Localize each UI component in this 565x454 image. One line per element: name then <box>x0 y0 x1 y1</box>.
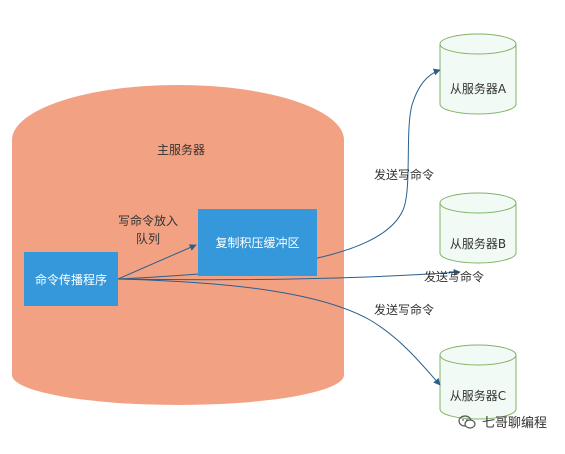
master-label: 主服务器 <box>157 143 206 157</box>
send-label-c: 发送写命令 <box>374 303 435 317</box>
propagator-label: 命令传播程序 <box>34 272 107 287</box>
slave-c-label: 从服务器C <box>449 389 507 403</box>
arrow-to-slave-b <box>117 268 461 281</box>
wechat-icon <box>458 414 476 429</box>
watermark-text: 七哥聊编程 <box>481 416 547 431</box>
queue-label-line1: 写命令放入 <box>118 214 179 228</box>
send-label-b: 发送写命令 <box>424 270 485 284</box>
propagator-box: 命令传播程序 <box>24 252 118 306</box>
slave-cylinder-c <box>439 344 517 420</box>
slave-cylinder-b <box>439 192 517 264</box>
queue-label-line2: 队列 <box>136 232 161 246</box>
slave-a-label: 从服务器A <box>449 82 507 96</box>
backlog-box: 复制积压缓冲区 <box>198 209 317 276</box>
send-label-a: 发送写命令 <box>374 168 435 182</box>
backlog-label: 复制积压缓冲区 <box>215 236 300 250</box>
watermark: 七哥聊编程 <box>458 412 547 431</box>
master-cylinder <box>12 85 344 405</box>
arrow-to-slave-c <box>117 278 441 386</box>
slave-cylinder-a <box>439 33 517 115</box>
slave-b-label: 从服务器B <box>449 237 507 251</box>
arrow-to-backlog <box>117 244 197 280</box>
